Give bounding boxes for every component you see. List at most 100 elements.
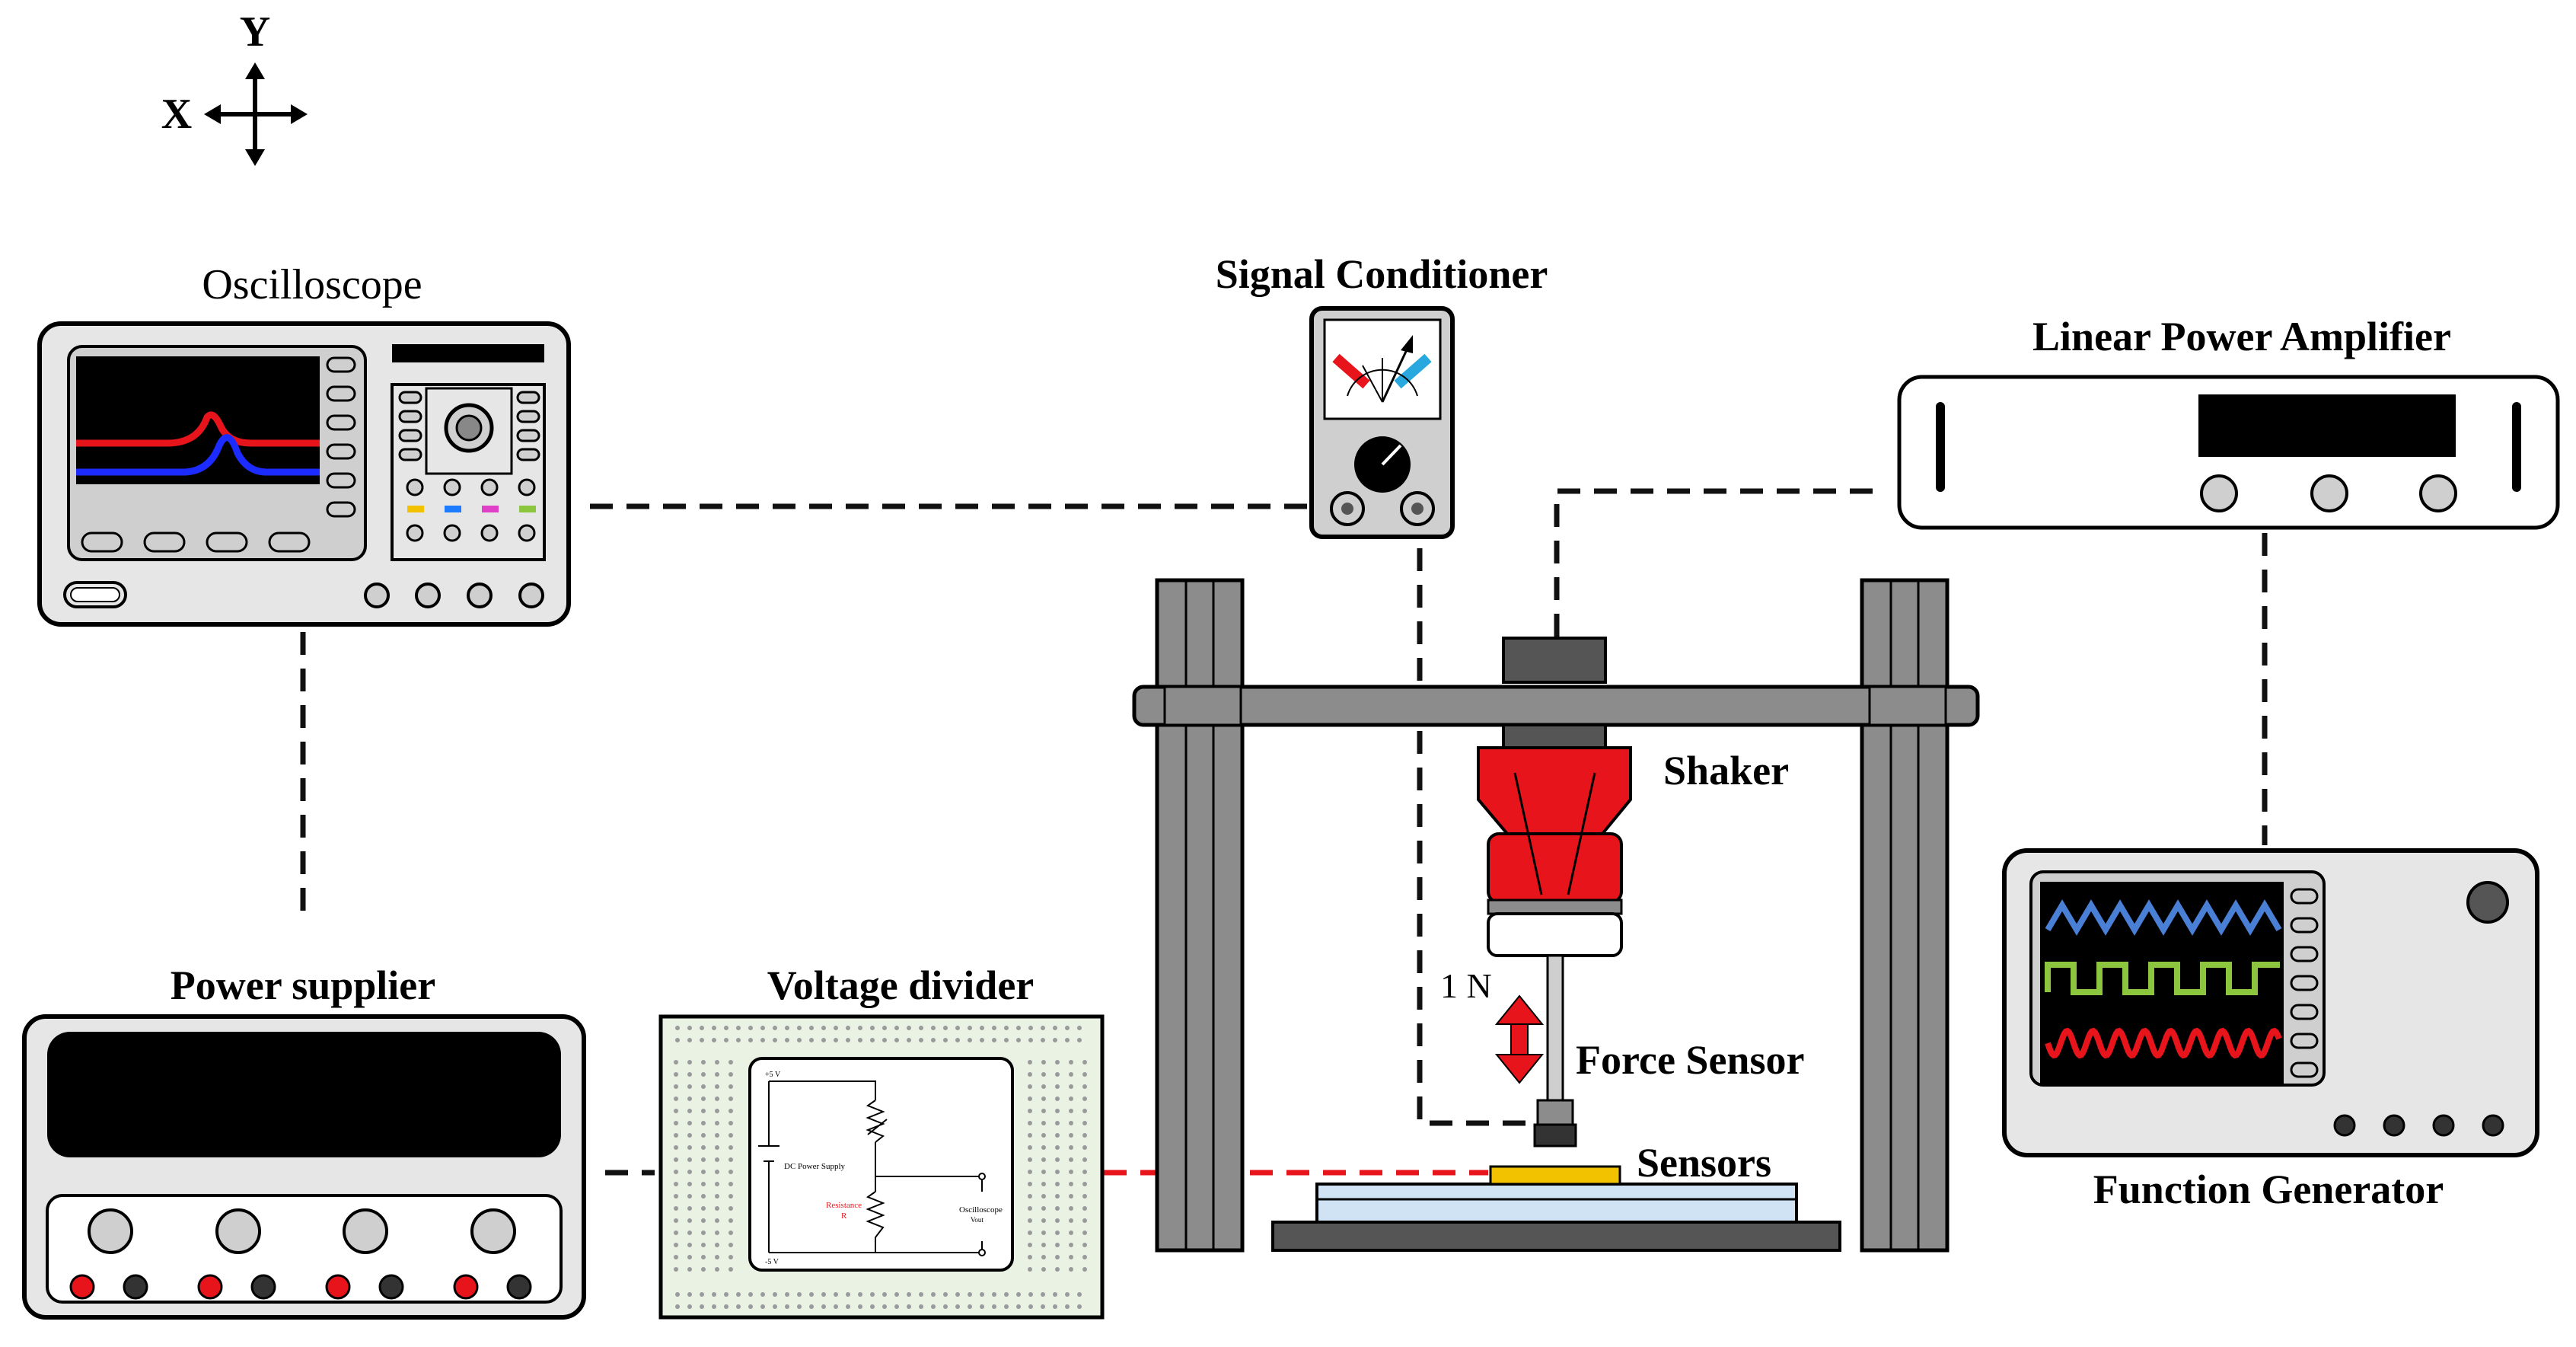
breadboard-hole	[1082, 1243, 1087, 1247]
breadboard-hole	[1041, 1121, 1046, 1125]
breadboard-hole	[894, 1038, 899, 1042]
breadboard-hole	[980, 1038, 984, 1042]
breadboard-hole	[907, 1026, 911, 1030]
breadboard-hole	[1082, 1267, 1087, 1272]
breadboard-hole	[675, 1304, 680, 1309]
breadboard-hole	[1069, 1218, 1073, 1223]
axis-indicator: Y X	[161, 8, 308, 166]
breadboard-hole	[1016, 1292, 1021, 1297]
breadboard-hole	[894, 1292, 899, 1297]
breadboard-hole	[700, 1038, 704, 1042]
breadboard-hole	[1004, 1026, 1009, 1030]
breadboard-hole	[736, 1026, 741, 1030]
breadboard-hole	[1004, 1304, 1009, 1309]
breadboard-hole	[992, 1026, 996, 1030]
breadboard-hole	[821, 1038, 826, 1042]
breadboard-hole	[1082, 1170, 1087, 1174]
breadboard-hole	[701, 1267, 706, 1272]
breadboard-hole	[858, 1292, 862, 1297]
breadboard-hole	[674, 1096, 678, 1101]
breadboard-hole	[712, 1292, 716, 1297]
breadboard-hole	[797, 1026, 802, 1030]
breadboard-hole	[1028, 1304, 1033, 1309]
breadboard-hole	[701, 1084, 706, 1089]
breadboard-hole	[715, 1157, 719, 1162]
breadboard-hole	[1055, 1133, 1060, 1138]
breadboard-hole	[748, 1026, 753, 1030]
breadboard-hole	[1082, 1133, 1087, 1138]
breadboard-hole	[785, 1026, 789, 1030]
breadboard-hole	[1069, 1194, 1073, 1199]
oscilloscope-screen	[76, 356, 320, 484]
breadboard-hole	[687, 1230, 692, 1235]
breadboard-hole	[687, 1060, 692, 1065]
breadboard-hole	[785, 1038, 789, 1042]
breadboard-hole	[728, 1109, 733, 1113]
force-value-label: 1 N	[1440, 966, 1492, 1005]
x-axis-label: X	[161, 91, 192, 138]
breadboard-hole	[674, 1206, 678, 1211]
breadboard-hole	[1065, 1026, 1070, 1030]
breadboard-hole	[674, 1145, 678, 1150]
breadboard-hole	[1069, 1084, 1073, 1089]
breadboard-hole	[1077, 1026, 1082, 1030]
breadboard-hole	[943, 1038, 948, 1042]
breadboard-hole	[992, 1038, 996, 1042]
breadboard-hole	[1028, 1267, 1032, 1272]
breadboard-hole	[773, 1292, 777, 1297]
breadboard-hole	[858, 1038, 862, 1042]
breadboard-hole	[687, 1218, 692, 1223]
breadboard-hole	[943, 1026, 948, 1030]
breadboard-hole	[1055, 1145, 1060, 1150]
breadboard-hole	[1028, 1133, 1032, 1138]
breadboard-hole	[1028, 1206, 1032, 1211]
breadboard-hole	[1069, 1206, 1073, 1211]
connections	[300, 488, 2268, 1176]
breadboard-hole	[748, 1304, 753, 1309]
breadboard-hole	[728, 1255, 733, 1259]
breadboard-hole	[773, 1304, 777, 1309]
breadboard-hole	[1069, 1060, 1073, 1065]
breadboard-hole	[809, 1026, 814, 1030]
breadboard-hole	[715, 1170, 719, 1174]
breadboard-hole	[1055, 1060, 1060, 1065]
breadboard-hole	[1069, 1255, 1073, 1259]
breadboard-hole	[1028, 1218, 1032, 1223]
breadboard-hole	[907, 1304, 911, 1309]
breadboard-hole	[1041, 1218, 1046, 1223]
breadboard-hole	[1069, 1170, 1073, 1174]
breadboard-hole	[1028, 1182, 1032, 1186]
breadboard-hole	[1041, 1072, 1046, 1077]
breadboard-hole	[870, 1304, 875, 1309]
breadboard-hole	[797, 1038, 802, 1042]
breadboard-hole	[674, 1267, 678, 1272]
signal-conditioner: Signal Conditioner	[1216, 251, 1548, 539]
breadboard-hole	[736, 1038, 741, 1042]
breadboard-hole	[701, 1182, 706, 1186]
breadboard-hole	[687, 1182, 692, 1186]
breadboard-hole	[870, 1026, 875, 1030]
breadboard-hole	[834, 1026, 838, 1030]
force-sensor: 1 N Force Sensor	[1440, 954, 1804, 1148]
breadboard-hole	[846, 1038, 850, 1042]
breadboard-hole	[715, 1109, 719, 1113]
breadboard-hole	[674, 1194, 678, 1199]
breadboard-hole	[773, 1026, 777, 1030]
breadboard-hole	[1082, 1121, 1087, 1125]
breadboard-hole	[701, 1170, 706, 1174]
oscilloscope: Oscilloscope	[37, 261, 571, 627]
breadboard-hole	[992, 1304, 996, 1309]
breadboard-hole	[728, 1060, 733, 1065]
breadboard-hole	[1069, 1072, 1073, 1077]
breadboard-hole	[712, 1304, 716, 1309]
breadboard-hole	[1028, 1109, 1032, 1113]
breadboard-hole	[1077, 1304, 1082, 1309]
breadboard-hole	[674, 1182, 678, 1186]
breadboard-hole	[1041, 1230, 1046, 1235]
breadboard-hole	[1055, 1194, 1060, 1199]
breadboard-hole	[1055, 1084, 1060, 1089]
voltage-divider-label: Voltage divider	[767, 962, 1035, 1008]
breadboard-hole	[724, 1026, 728, 1030]
breadboard-hole	[785, 1304, 789, 1309]
breadboard-hole	[687, 1304, 692, 1309]
